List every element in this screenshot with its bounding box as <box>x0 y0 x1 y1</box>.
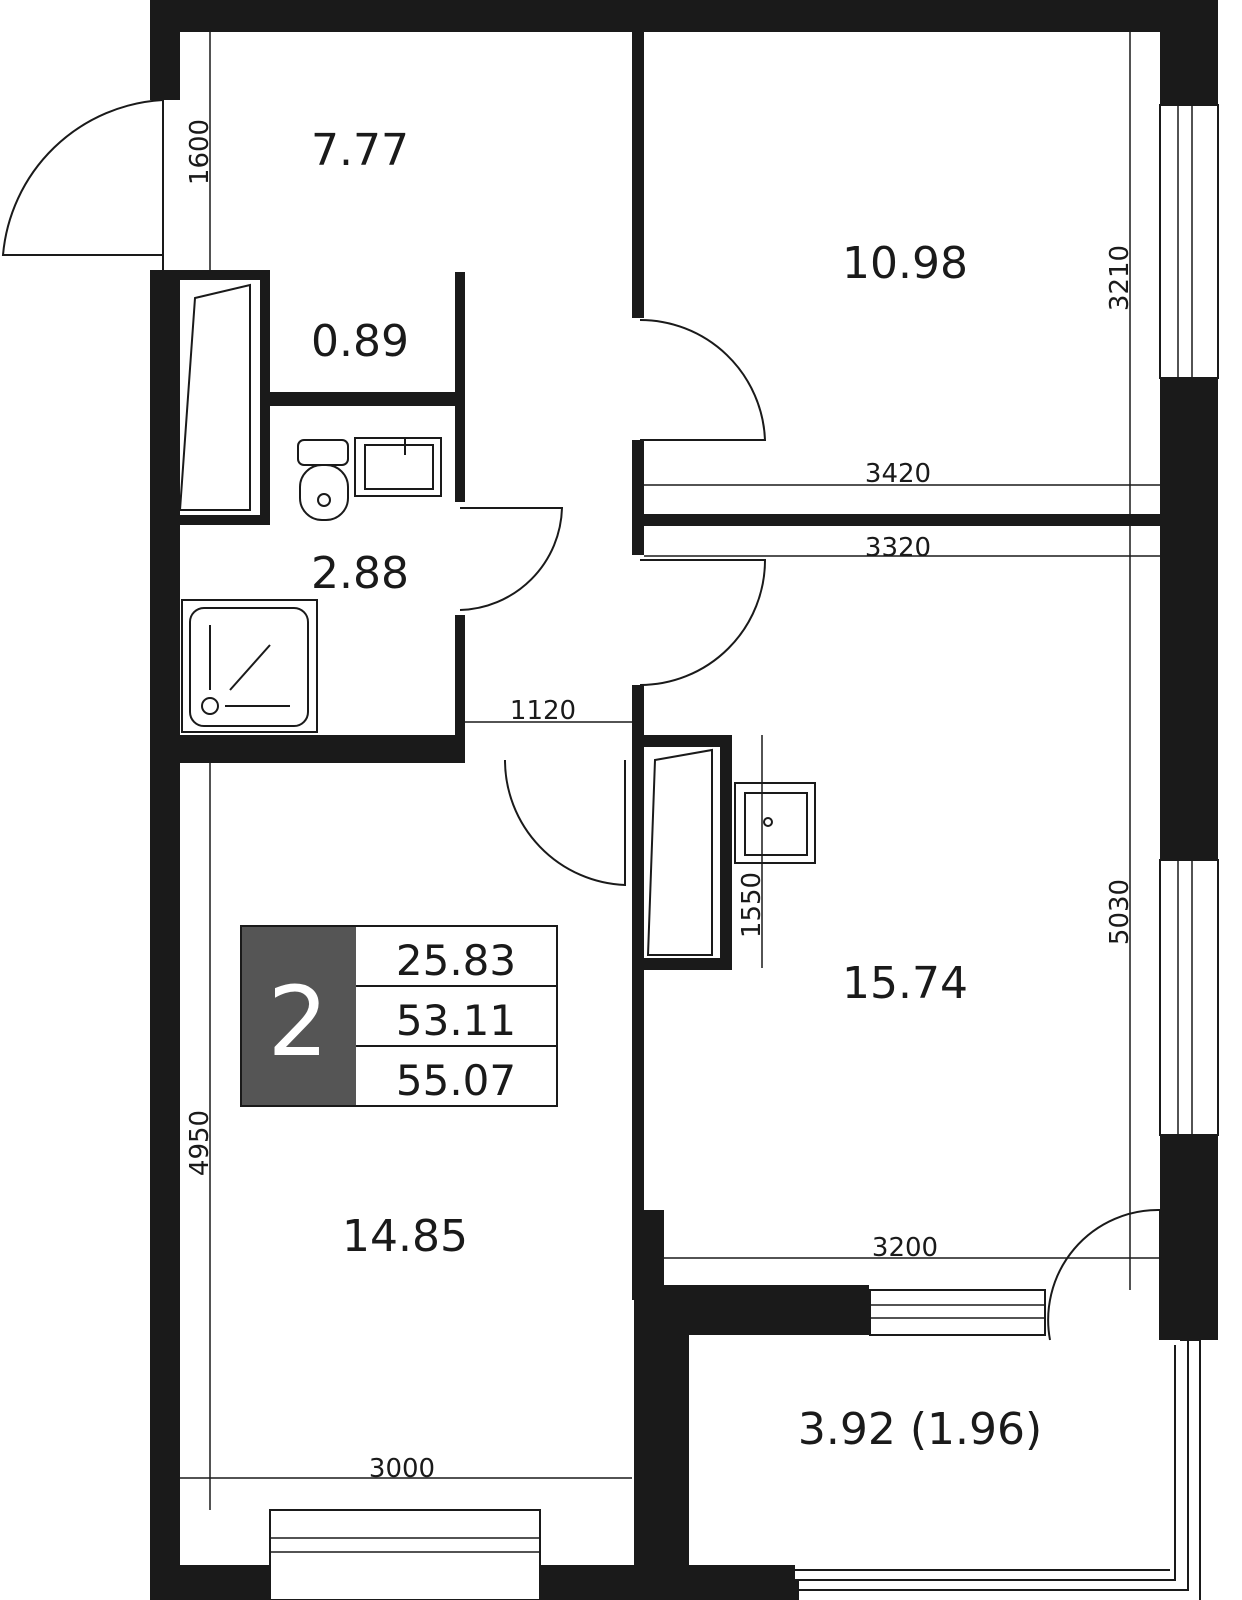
summary-living-area: 25.83 <box>396 936 516 985</box>
doors <box>1 99 1161 1341</box>
dimension-lines <box>180 32 1160 1510</box>
dim-bedroom-width: 3420 <box>865 459 931 489</box>
dim-kitchen-width: 3000 <box>369 1454 435 1484</box>
dim-living-width-bottom: 3200 <box>872 1233 938 1263</box>
room-area-bedroom: 10.98 <box>842 238 968 289</box>
dim-hall-width: 1600 <box>185 119 215 185</box>
dim-kitchen-depth: 4950 <box>185 1110 215 1176</box>
room-count-badge <box>241 926 356 1106</box>
dim-bedroom-depth: 3210 <box>1105 245 1135 311</box>
fixtures <box>178 283 816 956</box>
dim-living-width-top: 3320 <box>865 533 931 563</box>
kitchen-sink-icon <box>734 782 816 864</box>
toilet-icon <box>297 439 349 466</box>
room-area-closet: 0.89 <box>311 316 409 367</box>
room-area-hall: 7.77 <box>311 125 409 176</box>
windows <box>269 104 1219 1600</box>
dim-corridor-width: 1120 <box>510 696 576 726</box>
shower-icon <box>181 599 318 733</box>
room-area-balcony: 3.92 (1.96) <box>798 1404 1042 1455</box>
summary-total-with-balcony: 55.07 <box>396 1056 516 1105</box>
room-area-living-room: 15.74 <box>842 958 968 1009</box>
summary-total-area: 53.11 <box>396 996 516 1045</box>
room-area-bathroom: 2.88 <box>311 548 409 599</box>
room-count: 2 <box>267 966 328 1078</box>
dim-niche-depth: 1550 <box>737 872 767 938</box>
walls <box>150 0 1218 1600</box>
summary-table: 2 25.83 53.11 55.07 <box>240 925 558 1107</box>
room-area-kitchen: 14.85 <box>342 1211 468 1262</box>
dim-living-depth: 5030 <box>1105 879 1135 945</box>
sink-icon <box>354 437 442 497</box>
